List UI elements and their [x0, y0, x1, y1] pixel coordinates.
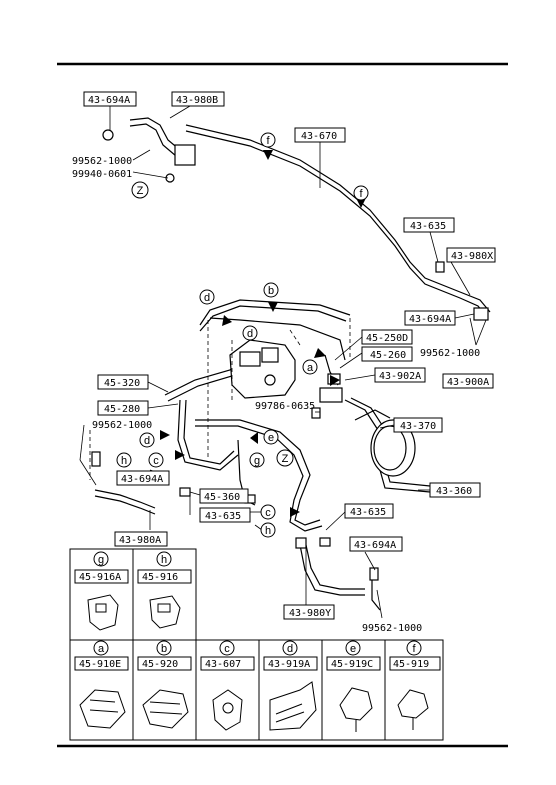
legend-letter-b: b [161, 643, 167, 655]
marker-d-2: d [247, 328, 253, 340]
marker-d-1: d [204, 292, 210, 304]
marker-z-2: Z [282, 453, 289, 465]
label-43-360: 43-360 [436, 486, 472, 497]
label-43-694A-left: 43-694A [121, 474, 163, 485]
part-label-boxes [83, 91, 496, 620]
marker-f-2: f [359, 188, 363, 200]
label-43-635-top: 43-635 [410, 221, 446, 232]
marker-a-1: a [307, 362, 314, 374]
label-43-900A: 43-900A [447, 377, 489, 388]
label-99562-1000-d: 99562-1000 [362, 623, 422, 634]
label-43-635-left: 43-635 [205, 511, 241, 522]
label-43-635-right: 43-635 [350, 507, 386, 518]
label-43-980B: 43-980B [176, 95, 218, 106]
label-43-694A-low: 43-694A [354, 540, 396, 551]
legend-part-43-607: 43-607 [205, 659, 241, 670]
label-99940-0601: 99940-0601 [72, 169, 132, 180]
legend-part-43-919A: 43-919A [268, 659, 310, 670]
legend-part-45-919C: 45-919C [331, 659, 373, 670]
marker-z-1: Z [137, 185, 144, 197]
marker-f-1: f [266, 135, 270, 147]
legend-part-45-910E: 45-910E [79, 659, 121, 670]
marker-h-2: h [265, 525, 271, 537]
legend-part-45-920: 45-920 [142, 659, 178, 670]
label-43-980X: 43-980X [451, 251, 493, 262]
label-43-670: 43-670 [301, 131, 337, 142]
label-45-250D: 45-250D [366, 333, 408, 344]
dashed-guides [89, 318, 351, 480]
legend-letter-d: d [287, 643, 293, 655]
label-43-370: 43-370 [400, 421, 436, 432]
label-99562-1000-b: 99562-1000 [420, 348, 480, 359]
legend-letter-f: f [412, 643, 416, 655]
label-45-320: 45-320 [104, 378, 140, 389]
label-45-280: 45-280 [104, 404, 140, 415]
label-99786-0635: 99786-0635 [255, 401, 315, 412]
legend-part-45-919: 45-919 [393, 659, 429, 670]
legend-letter-g: g [98, 554, 104, 566]
label-43-694A-mid: 43-694A [409, 314, 451, 325]
pointer-arrows [160, 150, 366, 517]
leader-lines [79, 105, 487, 619]
legend-clip-illustrations [79, 594, 429, 732]
legend-letters: g h a b c d e f [98, 554, 417, 655]
label-99562-1000-a: 99562-1000 [72, 156, 132, 167]
marker-g-1: g [254, 455, 260, 467]
marker-c-1: c [153, 455, 159, 467]
label-45-360: 45-360 [204, 492, 240, 503]
legend-part-45-916A: 45-916A [79, 572, 121, 583]
legend-letter-h: h [161, 554, 167, 566]
part-labels: 43-694A 43-980B 43-670 99562-1000 99940-… [72, 95, 493, 634]
label-43-980A: 43-980A [119, 535, 161, 546]
label-99562-1000-c: 99562-1000 [92, 420, 152, 431]
label-43-694A-top: 43-694A [88, 95, 130, 106]
marker-b-1: b [268, 285, 274, 297]
label-43-980Y: 43-980Y [289, 608, 331, 619]
marker-e-1: e [268, 432, 274, 444]
legend-parts: 45-916A 45-916 45-910E 45-920 43-607 43-… [79, 572, 429, 670]
reference-markers [116, 132, 369, 538]
label-45-260: 45-260 [370, 350, 406, 361]
legend-letter-e: e [350, 643, 356, 655]
marker-c-2: c [265, 507, 271, 519]
legend-letter-c: c [224, 643, 230, 655]
legend-part-45-916: 45-916 [142, 572, 178, 583]
legend-letter-a: a [98, 643, 105, 655]
reference-letters: f f Z b d d a d c h e g Z c h [121, 135, 364, 537]
marker-h-1: h [121, 455, 127, 467]
marker-d-3: d [144, 435, 150, 447]
label-43-902A: 43-902A [379, 371, 421, 382]
legend-table [69, 548, 444, 741]
